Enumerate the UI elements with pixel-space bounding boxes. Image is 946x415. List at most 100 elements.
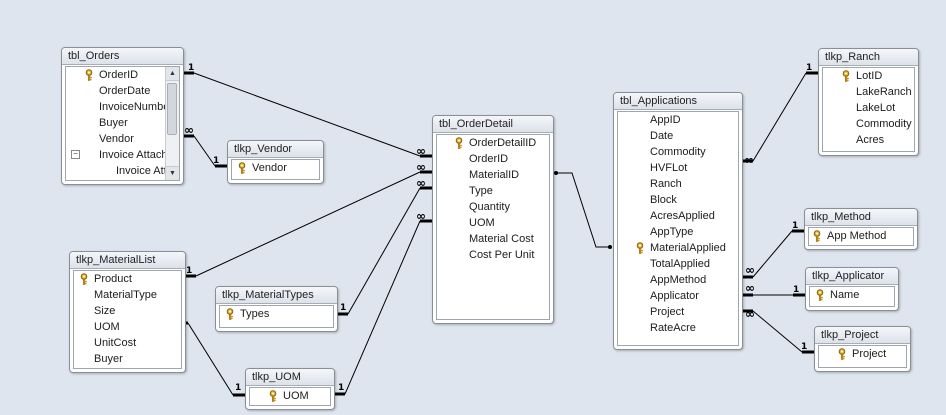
field-row[interactable]: Buyer bbox=[74, 351, 181, 367]
field-row[interactable]: Commodity bbox=[618, 144, 738, 160]
field-row[interactable]: AcresApplied bbox=[618, 208, 738, 224]
field-row[interactable]: Size bbox=[74, 303, 181, 319]
field-row[interactable]: MaterialType bbox=[74, 287, 181, 303]
field-row[interactable]: MaterialApplied bbox=[618, 240, 738, 256]
rel-orders-orderdetail[interactable] bbox=[193, 72, 421, 157]
rel-materiallist-orderdetail[interactable] bbox=[195, 171, 421, 277]
field-row[interactable]: MaterialID bbox=[437, 167, 549, 183]
field-name: LotID bbox=[856, 70, 883, 82]
rel-applications-ranch[interactable] bbox=[752, 72, 807, 162]
field-row[interactable]: HVFLot bbox=[618, 160, 738, 176]
field-name: OrderID bbox=[469, 153, 509, 165]
field-row[interactable]: TotalApplied bbox=[618, 256, 738, 272]
field-row[interactable]: Product bbox=[74, 271, 181, 287]
card-one: 1 bbox=[213, 156, 219, 166]
table-title[interactable]: tlkp_Applicator bbox=[806, 268, 898, 285]
field-row[interactable]: OrderDate bbox=[66, 83, 179, 99]
field-name: LakeLot bbox=[856, 102, 896, 114]
field-row[interactable]: Types bbox=[220, 306, 333, 322]
field-name: MaterialApplied bbox=[650, 242, 726, 254]
field-row[interactable]: Ranch bbox=[618, 176, 738, 192]
table-title[interactable]: tlkp_Ranch bbox=[819, 49, 918, 66]
table-title[interactable]: tbl_OrderDetail bbox=[433, 116, 553, 133]
card-many: ∞ bbox=[745, 281, 755, 295]
field-row[interactable]: UnitCost bbox=[74, 335, 181, 351]
card-many: ∞ bbox=[745, 307, 755, 321]
scroll-thumb[interactable] bbox=[167, 83, 177, 135]
rel-applications-method[interactable] bbox=[752, 230, 793, 278]
rel-orderdetail-applications[interactable] bbox=[556, 172, 610, 248]
field-name: Block bbox=[650, 194, 677, 206]
rel-uom-orderdetail[interactable] bbox=[344, 220, 421, 395]
field-row[interactable]: Type bbox=[437, 183, 549, 199]
field-row[interactable]: Buyer bbox=[66, 115, 179, 131]
rel-materiallist-uom[interactable] bbox=[187, 322, 234, 396]
primary-key-icon bbox=[84, 69, 94, 81]
field-row[interactable]: LotID bbox=[823, 68, 914, 84]
field-row[interactable]: Quantity bbox=[437, 199, 549, 215]
field-row[interactable]: App Method bbox=[809, 228, 913, 244]
rel-orders-vendor[interactable] bbox=[193, 135, 216, 167]
field-row[interactable]: Date bbox=[618, 128, 738, 144]
table-title[interactable]: tlkp_Project bbox=[815, 327, 910, 344]
field-row[interactable]: Commodity bbox=[823, 116, 914, 132]
vertical-scrollbar[interactable]: ▲▼ bbox=[165, 67, 179, 180]
field-row[interactable]: OrderDetailID bbox=[437, 135, 549, 151]
field-row[interactable]: Invoice Attachment bbox=[66, 163, 179, 179]
field-row[interactable]: AppMethod bbox=[618, 272, 738, 288]
field-row[interactable]: LakeRanch bbox=[823, 84, 914, 100]
field-row[interactable]: AppID bbox=[618, 112, 738, 128]
join-dot bbox=[608, 245, 612, 249]
field-row[interactable]: Cost Per Unit bbox=[437, 247, 549, 263]
field-row[interactable]: Vendor bbox=[66, 131, 179, 147]
field-name: Types bbox=[240, 308, 270, 320]
table-title[interactable]: tlkp_MaterialTypes bbox=[216, 287, 337, 304]
field-row[interactable]: UOM bbox=[74, 319, 181, 335]
field-row[interactable]: UOM bbox=[437, 215, 549, 231]
field-row[interactable]: OrderID bbox=[66, 67, 179, 83]
field-row[interactable]: Applicator bbox=[618, 288, 738, 304]
field-row[interactable]: RateAcre bbox=[618, 320, 738, 336]
card-many: ∞ bbox=[744, 153, 754, 167]
field-row[interactable]: Material Cost bbox=[437, 231, 549, 247]
field-row[interactable]: −Invoice Attachment bbox=[66, 147, 179, 163]
table-title[interactable]: tlkp_MaterialList bbox=[70, 252, 185, 269]
field-row[interactable]: Project bbox=[819, 346, 906, 362]
table-uom[interactable]: tlkp_UOM UOM bbox=[245, 368, 335, 410]
primary-key-icon bbox=[225, 308, 235, 320]
table-title[interactable]: tlkp_Vendor bbox=[228, 141, 323, 158]
field-row[interactable]: Acres bbox=[823, 132, 914, 148]
field-row[interactable]: UOM bbox=[250, 388, 330, 404]
scroll-up-icon[interactable]: ▲ bbox=[166, 67, 179, 81]
table-title[interactable]: tbl_Applications bbox=[614, 93, 742, 110]
collapse-icon[interactable]: − bbox=[71, 150, 80, 159]
field-row[interactable]: Block bbox=[618, 192, 738, 208]
field-row[interactable]: InvoiceNumber bbox=[66, 99, 179, 115]
field-row[interactable]: Project bbox=[618, 304, 738, 320]
rel-materialtypes-orderdetail[interactable] bbox=[347, 187, 421, 315]
card-one: 1 bbox=[806, 63, 812, 73]
field-name: UOM bbox=[94, 321, 120, 333]
field-row[interactable]: AppType bbox=[618, 224, 738, 240]
field-row[interactable]: Name bbox=[810, 287, 894, 303]
field-row[interactable]: OrderID bbox=[437, 151, 549, 167]
field-row[interactable]: LakeLot bbox=[823, 100, 914, 116]
table-title[interactable]: tbl_Orders bbox=[62, 48, 183, 65]
field-row[interactable]: Vendor bbox=[232, 160, 319, 176]
scroll-down-icon[interactable]: ▼ bbox=[166, 166, 179, 180]
rel-applications-project[interactable] bbox=[752, 310, 803, 353]
table-title[interactable]: tlkp_UOM bbox=[246, 369, 334, 386]
table-title[interactable]: tlkp_Method bbox=[805, 209, 917, 226]
